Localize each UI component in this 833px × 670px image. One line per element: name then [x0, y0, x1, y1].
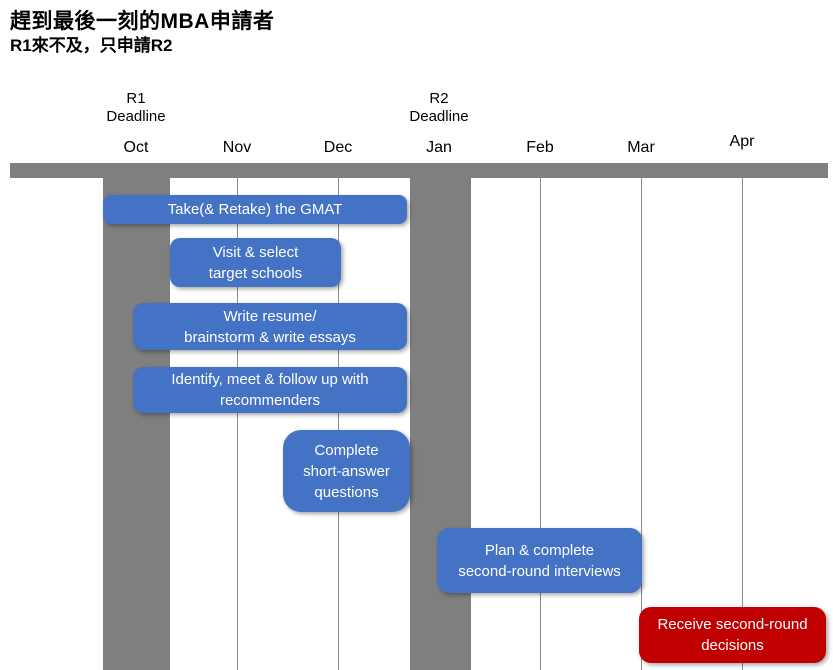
task-bar-label-line: decisions	[701, 637, 764, 654]
deadline-label-line: Deadline	[409, 108, 469, 125]
month-label-dec: Dec	[323, 139, 353, 156]
task-bar-label-line: Take(& Retake) the GMAT	[167, 201, 343, 218]
task-bar-short-answer-questions: Complete short-answer questions	[283, 430, 410, 512]
page-title: 趕到最後一刻的MBA申請者	[10, 10, 275, 33]
deadline-label-line: Deadline	[106, 108, 166, 125]
task-bar-label-line: brainstorm & write essays	[184, 328, 356, 346]
r1-deadline-column	[103, 178, 170, 670]
task-bar-label-line: short-answer	[303, 462, 390, 480]
month-label-apr: Apr	[729, 133, 755, 150]
month-label-mar: Mar	[627, 139, 655, 156]
task-bar-label-line: target schools	[208, 264, 303, 282]
task-bar-label-line: Identify, meet & follow up with	[171, 371, 369, 388]
task-bar-write-resume-essays: Write resume/brainstorm & write essays	[133, 303, 407, 350]
month-label-oct: Oct	[123, 139, 149, 156]
page-subtitle: R1來不及，只申請R2	[10, 36, 173, 55]
month-gridline	[540, 178, 541, 670]
month-gridline	[338, 178, 339, 670]
r2-deadline-column	[410, 178, 471, 670]
deadline-label-line: R1	[126, 90, 146, 107]
month-gridline	[742, 178, 743, 670]
task-bar-label-line: second-round interviews	[458, 562, 621, 580]
task-bar-label-line: Write resume/	[223, 307, 317, 325]
task-bar-label-line: Complete	[314, 441, 379, 459]
task-bar-label-line: Plan & complete	[484, 541, 595, 559]
deadline-label-line: R2	[429, 90, 449, 107]
task-bar-take-gmat: Take(& Retake) the GMAT	[103, 195, 407, 224]
month-label-feb: Feb	[526, 139, 554, 156]
month-gridline	[237, 178, 238, 670]
timeline-axis-band	[10, 163, 828, 178]
task-bar-recommenders: Identify, meet & follow up with recommend…	[133, 367, 407, 413]
task-bar-label-line: Visit & select	[212, 243, 299, 261]
task-bar-label-line: questions	[314, 483, 379, 501]
task-bar-second-round-decisions: Receive second-round decisions	[639, 607, 826, 663]
month-label-nov: Nov	[222, 139, 252, 156]
month-label-jan: Jan	[426, 139, 452, 156]
task-bar-label-line: Receive second-round	[657, 616, 808, 633]
month-gridline	[641, 178, 642, 670]
task-bar-second-round-interviews: Plan & complete second-round interviews	[437, 528, 642, 593]
task-bar-visit-select-schools: Visit & select target schools	[170, 238, 341, 287]
task-bar-label-line: recommenders	[219, 392, 321, 409]
